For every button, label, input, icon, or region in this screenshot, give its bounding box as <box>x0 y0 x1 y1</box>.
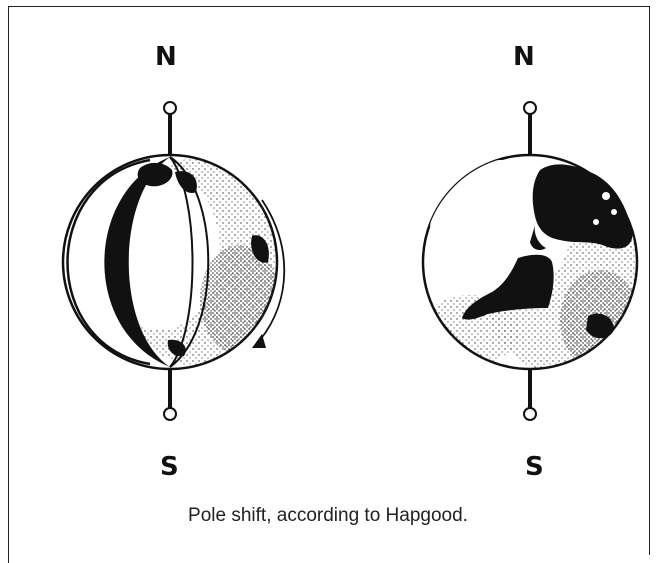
right-south-knob <box>524 408 536 420</box>
left-north-knob <box>164 102 176 114</box>
figure-caption: Pole shift, according to Hapgood. <box>0 505 656 527</box>
right-globe <box>420 102 650 420</box>
right-north-knob <box>524 102 536 114</box>
left-globe <box>63 102 300 420</box>
left-south-knob <box>164 408 176 420</box>
